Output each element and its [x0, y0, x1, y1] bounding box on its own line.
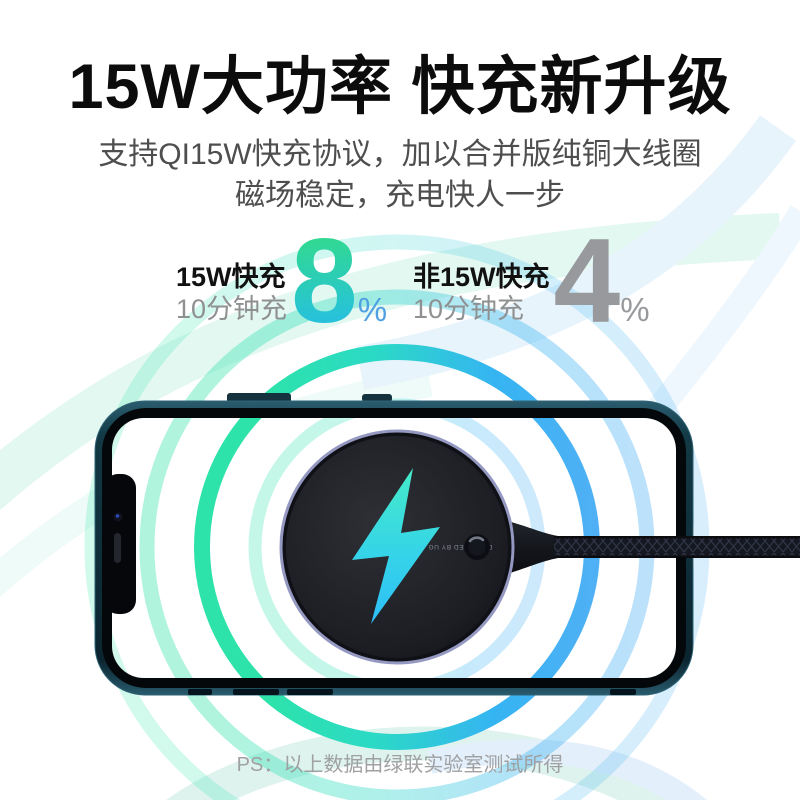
stat-sublabel: 10分钟充 [176, 294, 288, 325]
stat-normal-charge: 非15W快充 10分钟充 4 % [413, 214, 650, 348]
phone-bottom-slot [233, 689, 279, 695]
lightning-bolt-icon [352, 468, 440, 624]
stat-labels: 非15W快充 10分钟充 [413, 261, 550, 326]
stat-labels: 15W快充 10分钟充 [176, 261, 287, 326]
wireless-charger: DESIGNED BY UG [279, 429, 800, 665]
stat-unit: % [357, 291, 388, 329]
camera-pupil [115, 514, 120, 518]
page-subtitle: 支持QI15W快充协议，加以合并版纯铜大线圈 磁场稳定，充电快人一步 [0, 134, 800, 216]
footnote: PS：以上数据由绿联实验室测试所得 [236, 754, 564, 776]
connector-button-inner [468, 538, 486, 556]
page-title: 15W大功率 快充新升级 [68, 52, 732, 122]
subtitle-line-2: 磁场稳定，充电快人一步 [235, 179, 565, 212]
cable-top-edge [554, 536, 800, 539]
stat-label: 15W快充 [176, 262, 286, 293]
stat-sublabel: 10分钟充 [413, 294, 525, 325]
speaker-slit [114, 533, 121, 563]
connector-highlight [468, 536, 485, 543]
charging-cable [554, 536, 800, 558]
cable-bottom-edge [554, 555, 800, 558]
stat-value: 8 [291, 214, 358, 348]
phone-bottom-slot [610, 689, 636, 695]
phone-top-button-2 [362, 394, 392, 402]
phone-bottom-slot [287, 689, 333, 695]
stat-fast-charge: 15W快充 10分钟充 8 % [176, 214, 388, 348]
stat-unit: % [620, 291, 650, 329]
swoosh-bottom-blue [427, 739, 707, 800]
strain-relief [500, 519, 558, 576]
designed-by-text: DESIGNED BY UG [428, 543, 492, 550]
phone-notch [104, 474, 136, 614]
stat-value: 4 [553, 214, 621, 348]
subtitle-line-1: 支持QI15W快充协议，加以合并版纯铜大线圈 [98, 138, 702, 171]
phone-bottom-slot [188, 689, 212, 695]
stat-label: 非15W快充 [413, 262, 550, 293]
